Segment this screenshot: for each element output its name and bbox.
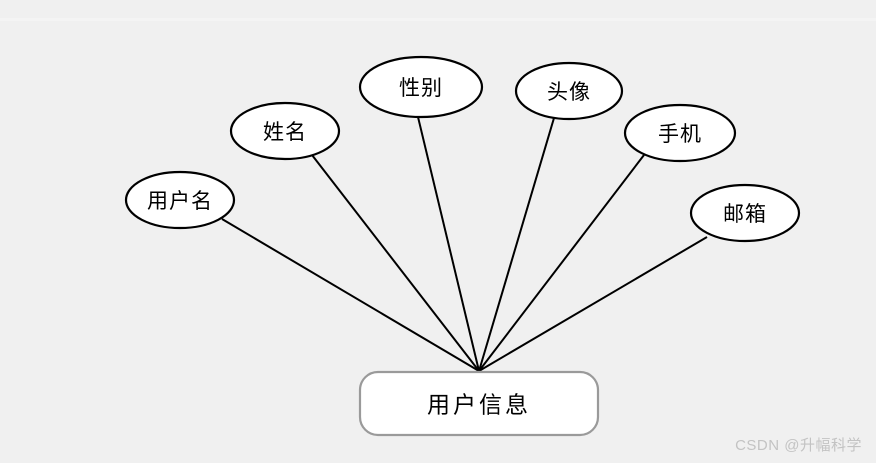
attribute-label-phone: 手机 [658,122,702,146]
attribute-node-name[interactable]: 姓名 [229,101,341,161]
connector-line-gender [417,116,480,372]
csdn-watermark: CSDN @升幅科学 [735,437,862,454]
attribute-node-avatar[interactable]: 头像 [514,61,624,121]
entity-label-user-info: 用户信息 [427,393,531,418]
connector-line-name [311,154,480,372]
canvas-top-divider [0,18,876,21]
connector-line-avatar [478,117,555,372]
attribute-label-name: 姓名 [263,120,307,144]
attribute-ellipse-phone[interactable] [623,103,737,163]
attribute-ellipse-avatar[interactable] [514,61,624,121]
attribute-node-email[interactable]: 邮箱 [689,183,801,243]
attribute-ellipse-username[interactable] [124,170,236,230]
attribute-node-phone[interactable]: 手机 [623,103,737,163]
entity-rect-user-info[interactable] [358,370,600,437]
connector-line-phone [478,154,645,372]
attribute-ellipse-gender[interactable] [358,55,484,119]
attribute-ellipse-name[interactable] [229,101,341,161]
attribute-label-email: 邮箱 [723,202,767,226]
attribute-ellipse-email[interactable] [689,183,801,243]
attribute-node-username[interactable]: 用户名 [124,170,236,230]
attribute-label-username: 用户名 [147,189,213,213]
connector-lines [221,116,708,372]
connector-line-email [478,236,708,372]
attribute-label-avatar: 头像 [547,80,591,104]
entity-node-user-info[interactable]: 用户信息 [358,370,600,437]
connector-line-username [221,218,480,372]
attribute-label-gender: 性别 [399,76,443,100]
attribute-node-gender[interactable]: 性别 [358,55,484,119]
